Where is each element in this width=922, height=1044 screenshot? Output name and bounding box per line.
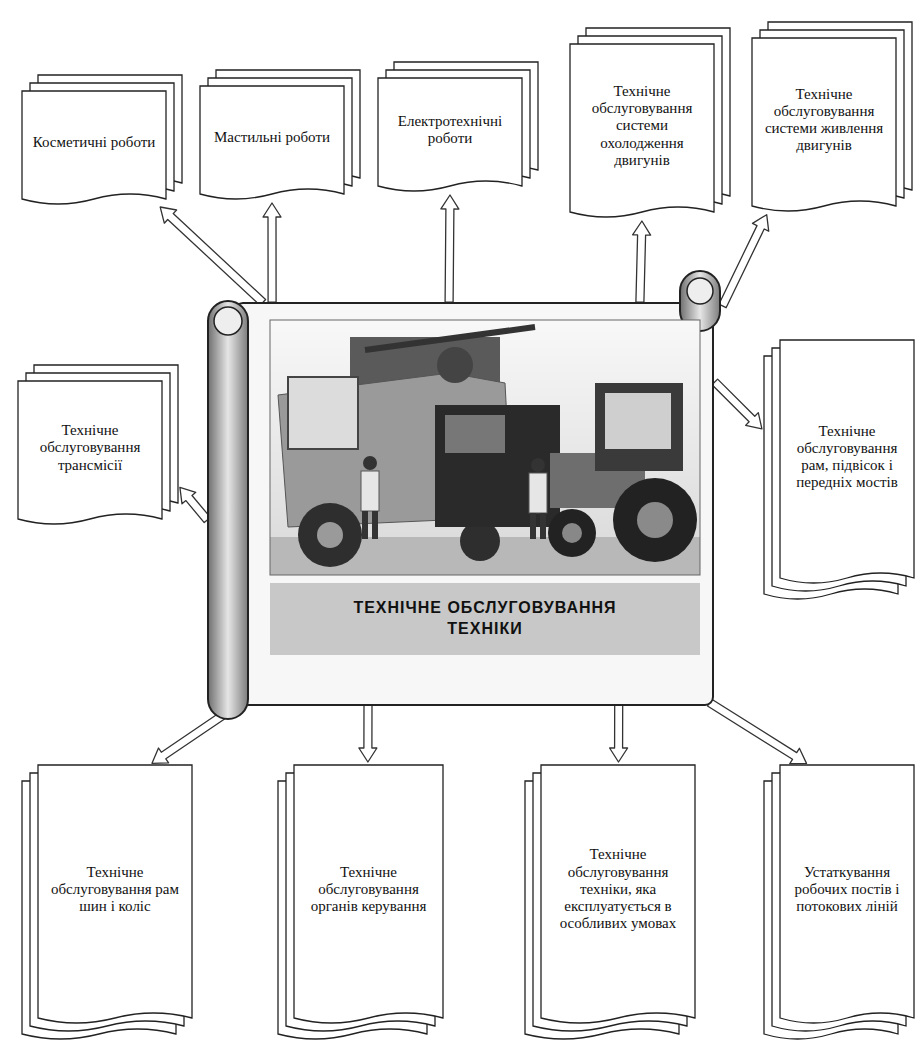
tractor-front-wheel (548, 509, 596, 557)
document-box: Технічне обслуговування техніки, яка екс… (525, 765, 695, 1040)
machine-panel (445, 415, 505, 453)
document-box: Технічне обслуговування органів керуванн… (278, 765, 443, 1040)
document-page (18, 381, 162, 524)
worker-leg (362, 511, 368, 539)
machinery-photo (270, 320, 700, 575)
block-arrow (719, 215, 769, 308)
box-text: Технічне обслуговування системи живлення… (760, 86, 888, 155)
scroll-shape (200, 265, 730, 730)
box-text-area: Технічне обслуговування техніки, яка екс… (549, 771, 687, 1008)
block-arrow (263, 203, 281, 302)
box-text-area: Косметичні роботи (30, 97, 158, 189)
combine-hub (317, 522, 343, 548)
block-arrow (708, 699, 807, 763)
document-page (294, 765, 443, 1023)
document-box: Технічне обслуговування системи живлення… (752, 22, 912, 212)
block-arrow (180, 487, 211, 522)
box-text-area: Електротехнічні роботи (386, 84, 514, 176)
block-arrow (610, 703, 628, 762)
document-page (378, 78, 522, 191)
photo-frame (270, 320, 700, 575)
title-band (270, 583, 700, 655)
document-page (541, 765, 695, 1023)
block-arrow (633, 221, 651, 302)
block-arrow (441, 195, 459, 302)
tractor-cab (595, 383, 683, 471)
tractor-front-hub (562, 523, 582, 543)
worker-leg (540, 513, 546, 539)
box-text-area: Устаткування робочих постів і потокових … (788, 771, 906, 1008)
box-text: Технічне обслуговування системи охолодже… (578, 83, 706, 169)
document-box: Електротехнічні роботи (378, 62, 538, 192)
box-text-area: Технічне обслуговування рам, підвісок і … (788, 346, 906, 568)
box-text: Технічне обслуговування трансмісії (26, 422, 154, 474)
document-page (570, 44, 714, 217)
worker-head (531, 458, 545, 472)
box-text: Косметичні роботи (30, 134, 158, 151)
box-text: Мастильні роботи (208, 129, 336, 146)
worker-leg (372, 511, 378, 539)
document-box: Технічне обслуговування трансмісії (18, 365, 178, 525)
photo-sky (270, 320, 700, 575)
machine-drum (437, 347, 473, 383)
tractor-rear-hub (637, 502, 673, 538)
block-arrow (359, 703, 377, 762)
box-text-area: Технічне обслуговування системи охолодже… (578, 50, 706, 202)
scroll-curl-end (687, 278, 713, 304)
document-box: Устаткування робочих постів і потокових … (764, 765, 914, 1040)
box-text-area: Технічне обслуговування рам шин і коліс (46, 771, 184, 1008)
scroll-roll (208, 301, 248, 719)
box-text: Устаткування робочих постів і потокових … (788, 864, 906, 916)
worker-leg (530, 513, 536, 539)
box-text: Технічне обслуговування техніки, яка екс… (549, 846, 687, 932)
worker-vest (529, 473, 547, 513)
document-page (752, 38, 896, 211)
document-box: Технічне обслуговування системи охолодже… (570, 28, 730, 218)
box-text: Електротехнічні роботи (386, 113, 514, 148)
document-box: Технічне обслуговування рам, підвісок і … (764, 340, 914, 600)
box-text: Технічне обслуговування рам, підвісок і … (788, 423, 906, 492)
document-page (22, 91, 166, 204)
tractor-window (605, 393, 671, 449)
box-text: Технічне обслуговування органів керуванн… (302, 864, 435, 916)
box-text-area: Технічне обслуговування трансмісії (26, 387, 154, 509)
box-text-area: Технічне обслуговування системи живлення… (760, 44, 888, 196)
tractor-rear-wheel (613, 478, 697, 562)
document-page (780, 765, 914, 1023)
document-box: Косметичні роботи (22, 75, 182, 205)
worker-vest (361, 471, 379, 511)
document-page (38, 765, 192, 1023)
document-box: Технічне обслуговування рам шин і коліс (22, 765, 192, 1040)
box-text: Технічне обслуговування рам шин і коліс (46, 864, 184, 916)
block-arrow (712, 379, 762, 429)
machine-dark-block (435, 405, 560, 527)
scroll-roll-end (214, 307, 242, 335)
hub-scroll: ТЕХНІЧНЕ ОБСЛУГОВУВАННЯ ТЕХНІКИ (200, 265, 730, 730)
hub-title: ТЕХНІЧНЕ ОБСЛУГОВУВАННЯ ТЕХНІКИ (325, 598, 645, 640)
combine-wheel (298, 503, 362, 567)
document-box: Мастильні роботи (200, 70, 360, 200)
worker-head (363, 456, 377, 470)
block-arrow (160, 207, 265, 305)
box-text-area: Мастильні роботи (208, 92, 336, 184)
box-text-area: Технічне обслуговування органів керуванн… (302, 771, 435, 1008)
title-area: ТЕХНІЧНЕ ОБСЛУГОВУВАННЯ ТЕХНІКИ (270, 583, 700, 655)
document-page (780, 340, 914, 583)
combine-cab (288, 377, 358, 449)
scroll-body (235, 303, 713, 705)
combine-pipe (365, 327, 535, 350)
document-page (200, 86, 344, 199)
